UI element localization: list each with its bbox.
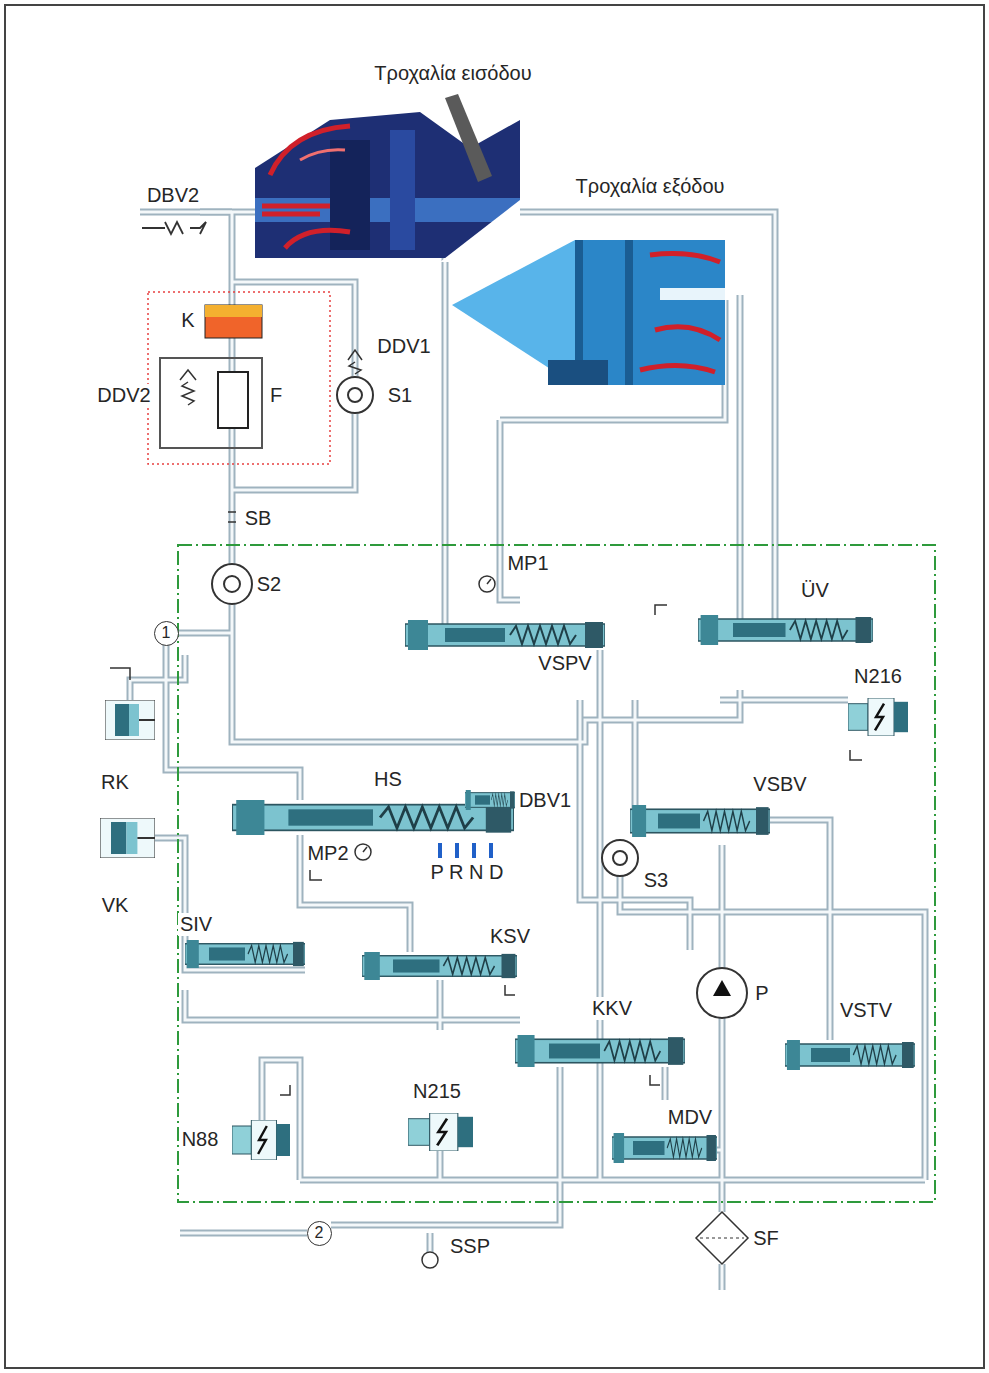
part-label: Τροχαλία εισόδου [372, 62, 533, 85]
part-label: MP1 [505, 552, 550, 575]
part-label: HS [372, 768, 404, 791]
part-label: VSPV [536, 652, 593, 675]
input-pulley [255, 94, 520, 262]
part-label: DBV2 [145, 184, 201, 207]
part-label: KKV [590, 997, 634, 1020]
callout-number: 2 [315, 1225, 324, 1241]
part-label: VSBV [751, 773, 808, 796]
part-label: F [268, 384, 284, 407]
part-label: VK [100, 894, 131, 917]
part-label: KSV [488, 925, 532, 948]
part-label: SB [243, 507, 274, 530]
valve-body-boundary [178, 545, 935, 1202]
callout-circle: 2 [307, 1221, 332, 1246]
part-label: SIV [178, 913, 214, 936]
part-label: P [753, 982, 770, 1005]
component-symbols [100, 222, 915, 1268]
part-label: S3 [642, 869, 670, 892]
pipe-network [130, 212, 925, 1290]
part-label: SSP [448, 1235, 492, 1258]
part-label: N216 [852, 665, 904, 688]
part-label: MDV [666, 1106, 714, 1129]
output-pulley [452, 240, 725, 385]
part-label: S2 [255, 573, 283, 596]
callout-circle: 1 [154, 621, 179, 646]
part-label: ÜV [799, 579, 831, 602]
part-label: DBV1 [517, 789, 573, 812]
part-label: VSTV [838, 999, 894, 1022]
part-label: P R N D [429, 861, 506, 884]
part-label: K [179, 309, 196, 332]
part-label: SF [751, 1227, 781, 1250]
part-label: MP2 [305, 842, 350, 865]
part-label: DDV1 [375, 335, 432, 358]
part-label: N88 [180, 1128, 221, 1151]
part-label: RK [99, 771, 131, 794]
part-label: S1 [386, 384, 414, 407]
filter-housing [160, 358, 262, 448]
frame [5, 5, 984, 1368]
callout-number: 1 [162, 625, 171, 641]
part-label: N215 [411, 1080, 463, 1103]
part-label: Τροχαλία εξόδου [574, 175, 727, 198]
part-label: DDV2 [95, 384, 152, 407]
cooler-boundary [148, 292, 330, 464]
